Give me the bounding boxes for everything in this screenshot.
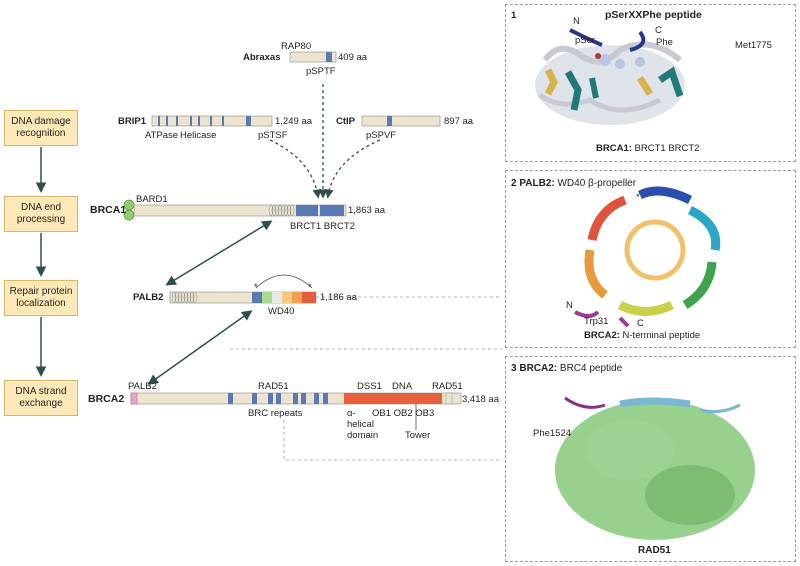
brip1-motif: pSTSF xyxy=(258,130,288,141)
panel-2-caption-bold: BRCA2: xyxy=(584,330,620,341)
panel-2-label-n: N xyxy=(566,300,573,311)
wd40-propeller-image xyxy=(574,186,721,328)
panel-2 xyxy=(505,170,796,348)
brca2-bar xyxy=(130,392,462,430)
panel-3-title: 3 BRCA2: BRC4 peptide xyxy=(511,363,622,374)
palb2-domain: WD40 xyxy=(268,306,295,317)
brip1-length: 1,249 aa xyxy=(275,116,312,127)
rad51-structure-image xyxy=(555,396,755,540)
panel-2-caption: BRCA2: N-terminal peptide xyxy=(584,330,700,341)
panel-1-label-c: C xyxy=(655,25,662,36)
interaction-arrows xyxy=(147,220,273,385)
brip1-name: BRIP1 xyxy=(118,116,146,127)
panel-1-number: 1 xyxy=(511,10,517,21)
panel-1-label-n: N xyxy=(573,16,580,27)
ctip-bar xyxy=(361,115,441,127)
panel-2-title-bold: PALB2: xyxy=(519,178,555,189)
abraxas-bar xyxy=(289,51,337,63)
panel-3-title-bold: BRCA2: xyxy=(519,363,558,374)
flow-step-localization: Repair protein localization xyxy=(4,280,78,316)
brca2-palb2-label: PALB2 xyxy=(128,381,157,392)
abraxas-motif: pSPTF xyxy=(306,66,336,77)
brca2-helical-1: α- xyxy=(347,408,356,419)
panel-2-title-rest: WD40 β-propeller xyxy=(554,178,637,189)
abraxas-name: Abraxas xyxy=(243,52,281,63)
brca2-length: 3,418 aa xyxy=(462,394,499,405)
brip1-domain-helicase: Helicase xyxy=(180,130,217,141)
brip1-domain-atpase: ATPase xyxy=(145,130,179,141)
brca1-name: BRCA1 xyxy=(90,204,127,216)
flow-step-damage-recognition: DNA damage recognition xyxy=(4,110,78,146)
brca2-rad51-right-label: RAD51 xyxy=(432,381,463,392)
panel-3-number: 3 xyxy=(511,363,517,374)
ctip-motif: pSPVF xyxy=(366,130,397,141)
brct-structure-image xyxy=(535,28,685,125)
brca2-brc-repeats: BRC repeats xyxy=(248,408,303,419)
panel-1-title: pSerXXPhe peptide xyxy=(605,9,702,21)
panel-1-caption-bold: BRCA1: xyxy=(596,143,632,154)
motif-connectors xyxy=(269,84,381,199)
flow-step-strand-exchange: DNA strand exchange xyxy=(4,380,78,416)
palb2-name: PALB2 xyxy=(133,292,164,303)
brip1-bar xyxy=(151,115,273,127)
brca2-rad51-left-label: RAD51 xyxy=(258,381,289,392)
abraxas-top-label: RAP80 xyxy=(281,41,312,52)
abraxas-length: 409 aa xyxy=(338,52,368,63)
panel-1-label-met: Met1775 xyxy=(735,40,772,51)
brca1-length: 1,863 aa xyxy=(348,205,385,216)
panel-1-caption: BRCA1: BRCT1 BRCT2 xyxy=(596,143,699,154)
panel-1-label-phe: Phe xyxy=(656,37,673,48)
panel-1-label-pser: pSer xyxy=(575,35,596,46)
brca2-tower-label: Tower xyxy=(405,430,431,441)
flow-step-end-processing: DNA end processing xyxy=(4,196,78,232)
brca2-dss1-label: DSS1 xyxy=(357,381,382,392)
brca2-name: BRCA2 xyxy=(88,393,125,405)
brca1-bar xyxy=(133,204,347,217)
ctip-name: CtIP xyxy=(336,116,355,127)
panel-3-title-rest: BRC4 peptide xyxy=(557,363,623,374)
brca2-ob-labels: OB1 OB2 OB3 xyxy=(372,408,435,419)
ctip-length: 897 aa xyxy=(444,116,474,127)
palb2-star-left: * xyxy=(254,282,258,293)
panel-2-title: 2 PALB2: WD40 β-propeller xyxy=(511,178,636,189)
link-brc-panel3 xyxy=(283,420,502,461)
panel-3 xyxy=(505,356,796,562)
brca2-helical-2: helical xyxy=(347,419,374,430)
panel-2-star: * xyxy=(636,192,640,203)
brca2-dna-label: DNA xyxy=(392,381,413,392)
panel-2-label-c: C xyxy=(637,318,644,329)
panel-3-caption: RAD51 xyxy=(638,545,671,556)
brca1-domains: BRCT1 BRCT2 xyxy=(290,221,355,232)
palb2-length: 1,186 aa xyxy=(320,292,357,303)
panel-1 xyxy=(505,4,796,162)
panel-2-caption-rest: N-terminal peptide xyxy=(619,330,701,341)
palb2-star-right: * xyxy=(308,282,312,293)
panel-3-label-phe: Phe1524 xyxy=(533,428,572,439)
brca2-helical-3: domain xyxy=(347,430,379,441)
bard1-circles xyxy=(123,199,135,221)
panel-1-caption-rest: BRCT1 BRCT2 xyxy=(631,143,700,154)
panel-2-number: 2 xyxy=(511,178,517,189)
palb2-bar xyxy=(169,274,317,304)
panel-2-label-trp: Trp31 xyxy=(584,316,609,327)
bard1-label: BARD1 xyxy=(136,194,168,205)
